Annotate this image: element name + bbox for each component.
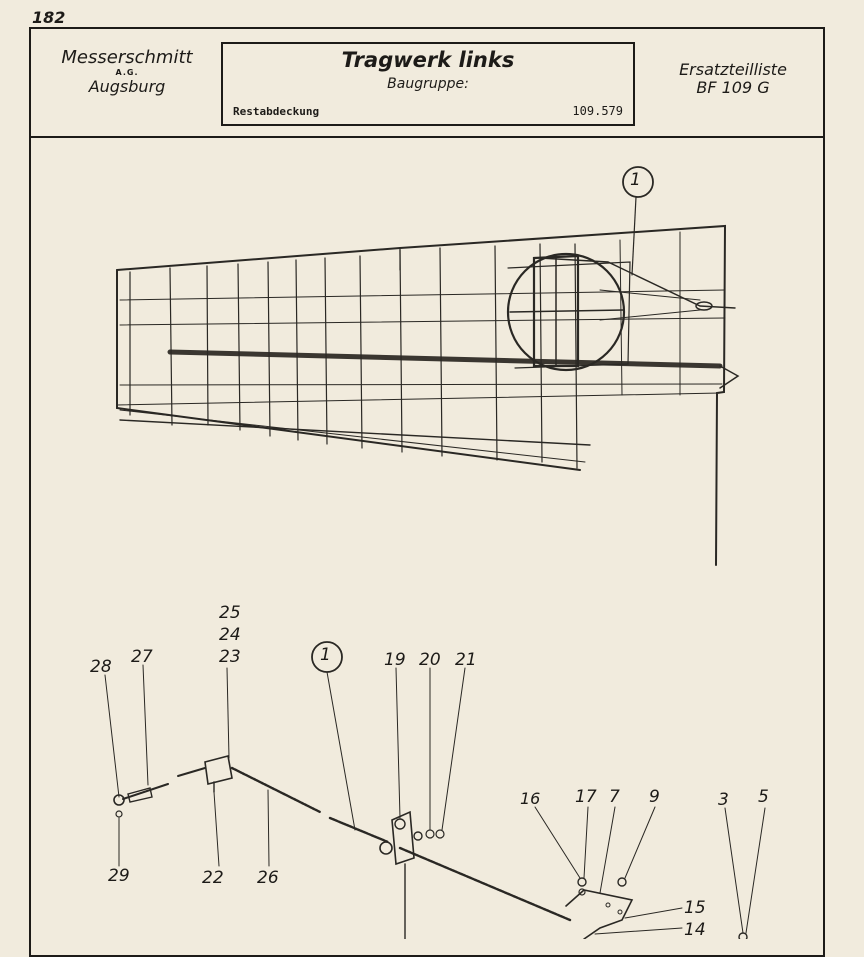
group-name: Restabdeckung — [233, 105, 320, 118]
part-label: 22 — [202, 868, 224, 888]
part-label: 5 — [758, 787, 769, 807]
manufacturer-block: Messerschmitt A.G. Augsburg — [39, 47, 215, 96]
document-title: Tragwerk links — [341, 48, 515, 72]
part-label: 27 — [131, 647, 153, 667]
title-box: Tragwerk links Baugruppe: Restabdeckung … — [221, 42, 635, 126]
part-label: 9 — [649, 787, 660, 807]
manufacturer-suffix: A.G. — [115, 68, 139, 77]
sheet-info: Ersatzteilliste BF 109 G — [641, 61, 825, 97]
callout-label-top: 1 — [630, 170, 641, 190]
sheet-type: Ersatzteilliste — [679, 60, 787, 79]
part-label: 26 — [257, 868, 279, 888]
wing-drawing — [116, 196, 740, 566]
manufacturer-name: Messerschmitt — [61, 47, 193, 68]
aircraft-model: BF 109 G — [696, 78, 770, 97]
part-label: 21 — [455, 650, 477, 670]
part-label: 29 — [108, 866, 130, 886]
part-label: 19 — [384, 650, 406, 670]
group-number: 109.579 — [572, 104, 623, 118]
part-label: 25 — [219, 603, 241, 623]
callout-label-mid: 1 — [320, 645, 331, 665]
callout-circle-top — [622, 166, 654, 198]
part-label: 3 — [718, 790, 729, 810]
document-subtitle: Baugruppe: — [387, 76, 469, 92]
part-label: 28 — [90, 657, 112, 677]
part-label: 16 — [520, 789, 541, 808]
title-block: Messerschmitt A.G. Augsburg Tragwerk lin… — [29, 27, 825, 138]
part-label: 7 — [609, 787, 620, 807]
manufacturer-city: Augsburg — [88, 77, 166, 96]
part-label: 17 — [575, 787, 597, 807]
part-label: 24 — [219, 625, 241, 645]
page-number: 182 — [32, 8, 66, 27]
part-label: 23 — [219, 647, 241, 667]
part-label: 14 — [684, 920, 706, 940]
part-label: 20 — [419, 650, 441, 670]
exploded-assembly — [104, 664, 766, 939]
part-label: 15 — [684, 898, 706, 918]
